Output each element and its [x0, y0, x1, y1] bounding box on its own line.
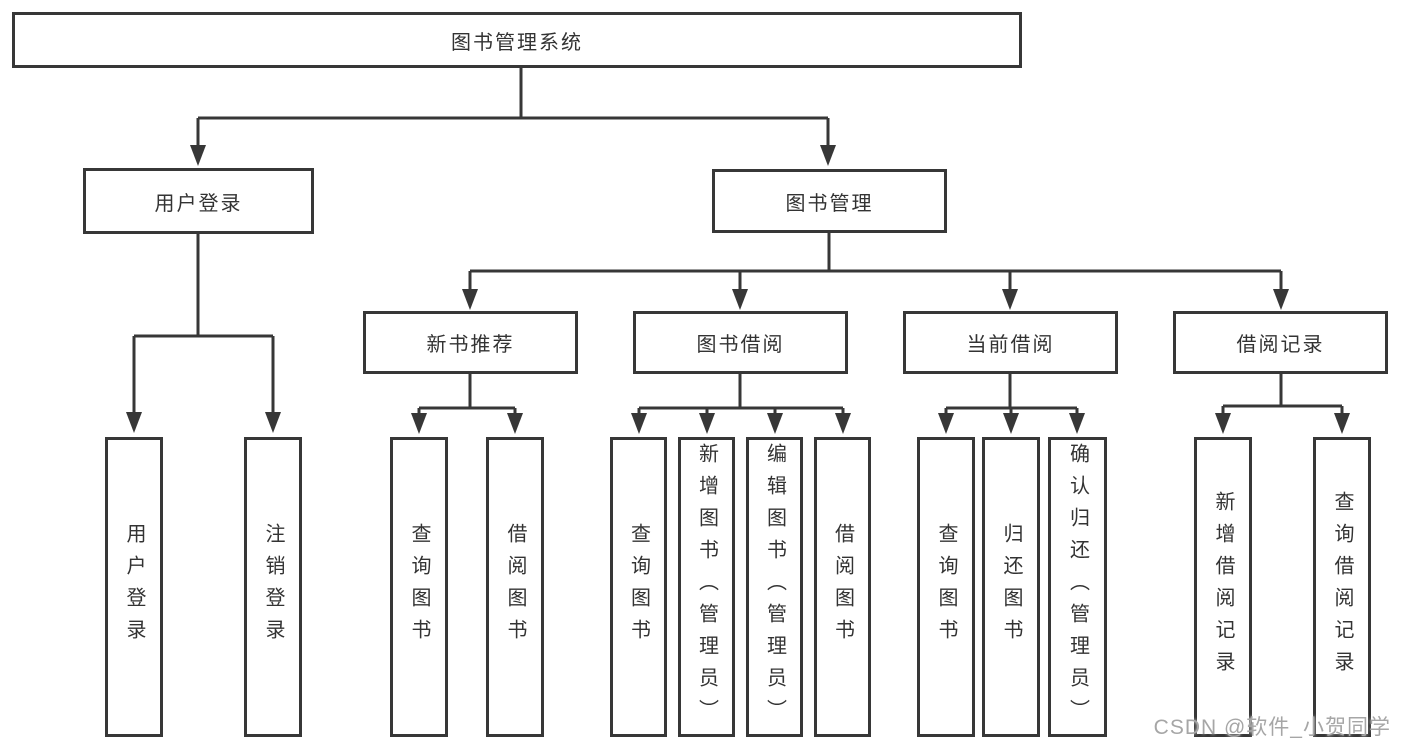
node-book-borrowing-label: 图书借阅 — [696, 334, 785, 356]
node-borrow-books-recommend: 借阅图书 — [486, 437, 544, 737]
node-user-login: 用户登录 — [83, 168, 314, 234]
node-borrowing-records: 借阅记录 — [1173, 311, 1388, 374]
node-borrowing-records-label: 借阅记录 — [1236, 334, 1325, 356]
node-library-system-label: 图书管理系统 — [451, 31, 583, 54]
node-book-management-label: 图书管理 — [785, 192, 874, 215]
node-edit-books-admin: 编辑图书（管理员） — [746, 437, 803, 737]
node-query-books-current: 查询图书 — [917, 437, 975, 737]
node-user-login-label: 用户登录 — [154, 192, 243, 215]
node-new-book-recommend: 新书推荐 — [363, 311, 578, 374]
node-book-borrowing: 图书借阅 — [633, 311, 848, 374]
node-borrow-books-borrowing: 借阅图书 — [814, 437, 871, 737]
node-book-management: 图书管理 — [712, 169, 947, 233]
node-add-borrow-record: 新增借阅记录 — [1194, 437, 1252, 737]
node-add-books-admin: 新增图书（管理员） — [678, 437, 735, 737]
node-current-borrowing-label: 当前借阅 — [966, 334, 1055, 356]
node-confirm-return-admin: 确认归还（管理员） — [1048, 437, 1107, 737]
watermark: CSDN @软件_小贺同学 — [1153, 716, 1391, 739]
node-logout-action: 注销登录 — [244, 437, 302, 737]
node-new-book-recommend-label: 新书推荐 — [426, 334, 515, 356]
node-return-books: 归还图书 — [982, 437, 1040, 737]
node-query-borrow-record: 查询借阅记录 — [1313, 437, 1371, 737]
node-query-books-recommend: 查询图书 — [390, 437, 448, 737]
node-current-borrowing: 当前借阅 — [903, 311, 1118, 374]
node-query-books-borrowing: 查询图书 — [610, 437, 667, 737]
node-user-login-action: 用户登录 — [105, 437, 163, 737]
node-library-system: 图书管理系统 — [12, 12, 1022, 68]
